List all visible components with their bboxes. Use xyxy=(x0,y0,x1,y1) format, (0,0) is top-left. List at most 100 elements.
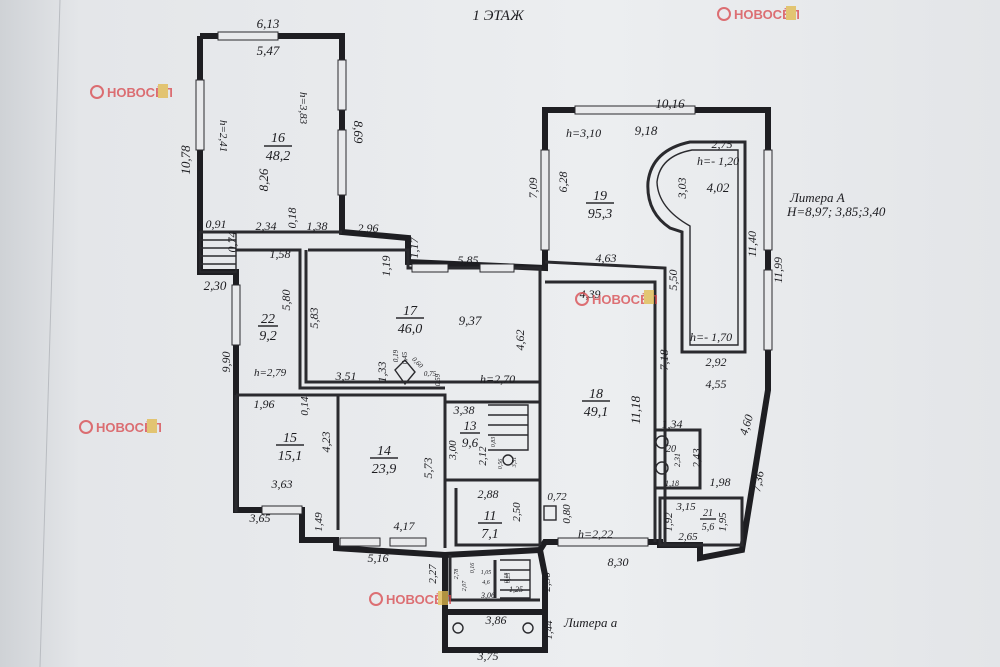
dim-1-25: 1,25 xyxy=(509,585,523,594)
dim-5-50: 5,50 xyxy=(666,270,680,291)
dimensions: 6,13 5,47 10,78 8,69 8,26 0,91 0,74 2,34… xyxy=(178,16,785,663)
room-22-area: 9,2 xyxy=(259,329,277,344)
dim-2-50: 2,50 xyxy=(511,502,523,522)
dim-8-26: 8,26 xyxy=(256,168,271,191)
dim-1-19: 1,19 xyxy=(379,256,393,277)
litera-a-label: Литера А xyxy=(789,190,845,205)
dim-4-6: 4,6 xyxy=(482,579,490,586)
dim-5-16: 5,16 xyxy=(368,551,389,565)
dim-1-49: 1,49 xyxy=(313,512,325,532)
height-r18: h=2,22 xyxy=(578,527,613,541)
dim-7-09: 7,09 xyxy=(526,178,540,199)
dim-1-98: 1,98 xyxy=(710,475,731,489)
room-21-number: 21 xyxy=(703,508,713,519)
dim-3-75: 3,75 xyxy=(477,649,499,663)
height-pool-bottom: h=- 1,70 xyxy=(690,330,732,344)
dim-11-18: 11,18 xyxy=(628,395,643,424)
dim-2-75: 2,75 xyxy=(712,137,733,151)
dim-2-07: 2,07 xyxy=(462,580,468,592)
dim-0-74: 0,74 xyxy=(225,232,239,253)
dim-1-38: 1,38 xyxy=(307,219,328,233)
dim-0-16: 0,16 xyxy=(470,563,476,574)
dim-9-37: 9,37 xyxy=(459,313,482,328)
dim-0-18-small: 0,18 xyxy=(504,573,510,584)
dim-8-30: 8,30 xyxy=(608,555,629,569)
watermark-badge-icon xyxy=(438,591,448,605)
room-19-area: 95,3 xyxy=(588,207,613,222)
dim-3-51-small: 3,51 xyxy=(512,457,518,469)
room-17-number: 17 xyxy=(403,304,418,319)
dim-5-83: 5,83 xyxy=(307,308,321,329)
room-15-number: 15 xyxy=(283,431,297,446)
room-17-area: 46,0 xyxy=(398,322,423,337)
dim-10-16: 10,16 xyxy=(655,96,685,111)
room-13-area: 9,6 xyxy=(462,435,479,450)
dim-6-13: 6,13 xyxy=(257,16,280,31)
dim-1-05: 1,05 xyxy=(481,570,492,576)
dim-2-30: 2,30 xyxy=(204,278,227,293)
watermark-brand: НОВОСЁЛ xyxy=(96,420,162,435)
pool xyxy=(646,140,747,354)
watermark-left-top: НОВОСЁЛ xyxy=(90,84,173,100)
watermark-brand: НОВОСЁЛ xyxy=(734,7,800,22)
room-15-area: 15,1 xyxy=(278,449,303,464)
watermark-center: НОВОСЁЛ xyxy=(575,290,658,307)
dim-10-78: 10,78 xyxy=(178,145,193,175)
dim-4-39: 4,39 xyxy=(580,287,601,301)
dim-1-34: 1,34 xyxy=(662,417,683,431)
watermark-logo-icon xyxy=(717,7,731,21)
watermark-brand: НОВОСЁЛ xyxy=(107,85,173,100)
dim-4-63: 4,63 xyxy=(596,251,617,265)
dim-2-65: 2,65 xyxy=(678,531,698,543)
height-r16b: h=3,83 xyxy=(297,92,309,125)
room-18-number: 18 xyxy=(589,387,603,402)
watermark-brand: НОВОСЁЛ xyxy=(386,592,452,607)
watermark-badge-icon xyxy=(644,290,654,304)
dim-0-18: 0,18 xyxy=(285,208,299,229)
dim-5-47: 5,47 xyxy=(257,43,280,58)
watermark-badge-icon xyxy=(147,419,157,433)
height-r22: h=2,79 xyxy=(254,367,287,379)
dim-4-60: 4,60 xyxy=(736,413,756,437)
watermark-logo-icon xyxy=(369,592,383,606)
height-r17: h=2,70 xyxy=(480,372,515,386)
height-pool-top: h=- 1,20 xyxy=(697,154,739,168)
dim-0-80: 0,80 xyxy=(561,504,573,524)
height-r19: h=3,10 xyxy=(566,126,601,140)
dim-1-58: 1,58 xyxy=(270,247,291,261)
dim-4-23: 4,23 xyxy=(319,432,333,453)
dim-3-63: 3,63 xyxy=(271,477,293,491)
room-14-number: 14 xyxy=(377,444,391,459)
dim-3-86: 3,86 xyxy=(485,613,507,627)
dim-5-85: 5,85 xyxy=(458,253,479,267)
dim-3-38: 3,38 xyxy=(453,403,475,417)
room-20-number: 20 xyxy=(666,444,676,455)
dim-3-51: 3,51 xyxy=(335,369,357,383)
sanitary-fixtures xyxy=(452,435,669,634)
dim-1-92: 1,92 xyxy=(663,512,675,532)
watermark-badge-icon xyxy=(786,6,796,20)
dim-2-92: 2,92 xyxy=(706,355,727,369)
dim-1-95: 1,95 xyxy=(717,512,729,532)
dim-0-75: 0,75 xyxy=(424,370,437,378)
watermark-logo-icon xyxy=(79,420,93,434)
dim-0-45: 0,45 xyxy=(401,351,409,364)
litera-a-heights: H=8,97; 3,85;3,40 xyxy=(786,204,886,219)
dim-0-56: 0,56 xyxy=(498,459,504,470)
dim-4-17: 4,17 xyxy=(394,519,416,533)
stairs xyxy=(199,231,531,599)
dim-3-00: 3,00 xyxy=(447,440,459,461)
dim-5-80: 5,80 xyxy=(279,290,293,311)
windows xyxy=(195,31,773,547)
room-21-area: 5,6 xyxy=(702,522,715,533)
height-r16: h=2,41 xyxy=(217,120,229,152)
dim-9-18: 9,18 xyxy=(635,123,658,138)
dim-2-43: 2,43 xyxy=(691,448,703,468)
dim-2-78: 2,78 xyxy=(454,569,460,580)
dim-0-19: 0,19 xyxy=(392,349,400,362)
room-19-number: 19 xyxy=(593,189,607,204)
ceiling-heights: h=2,41 h=3,83 h=3,10 h=- 1,20 h=- 1,70 h… xyxy=(217,92,739,541)
room-13-number: 13 xyxy=(464,418,478,433)
